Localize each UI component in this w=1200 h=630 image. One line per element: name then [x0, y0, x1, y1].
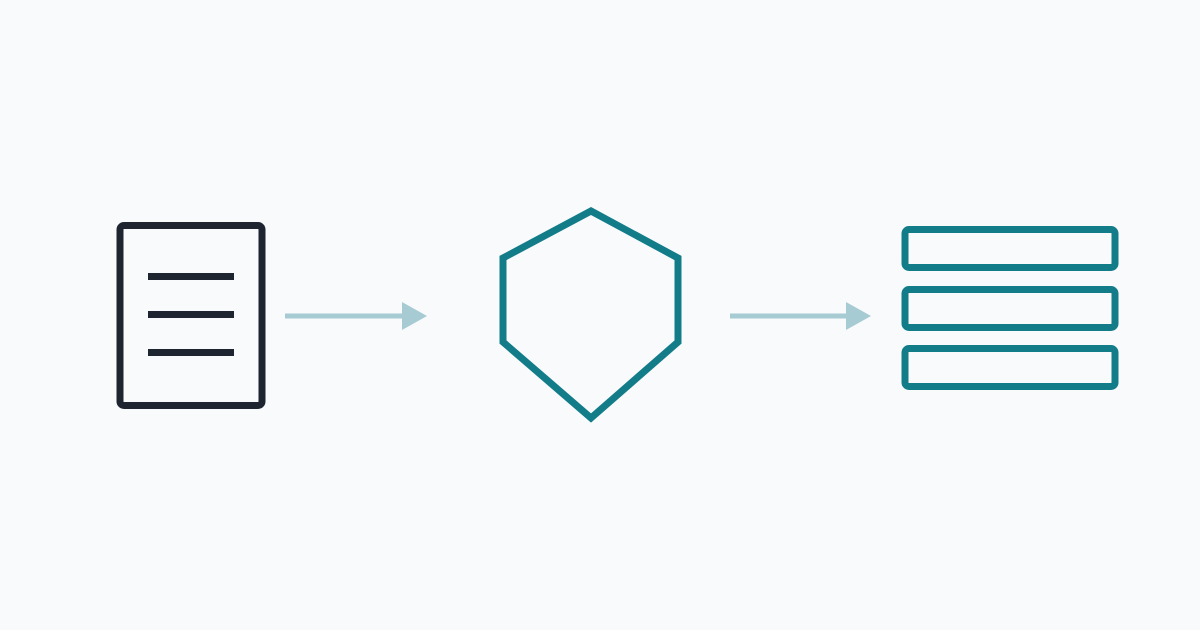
list-bar — [901, 286, 1119, 331]
arrow-right-icon — [285, 302, 427, 330]
stacked-list-icon — [901, 226, 1119, 390]
arrow-right-icon — [730, 302, 871, 330]
shield-icon — [499, 207, 682, 423]
arrow-head — [402, 302, 427, 330]
list-bar — [901, 345, 1119, 390]
list-bar — [901, 226, 1119, 271]
document-icon — [116, 222, 266, 409]
document-outline — [116, 222, 266, 409]
arrow-head — [846, 302, 871, 330]
